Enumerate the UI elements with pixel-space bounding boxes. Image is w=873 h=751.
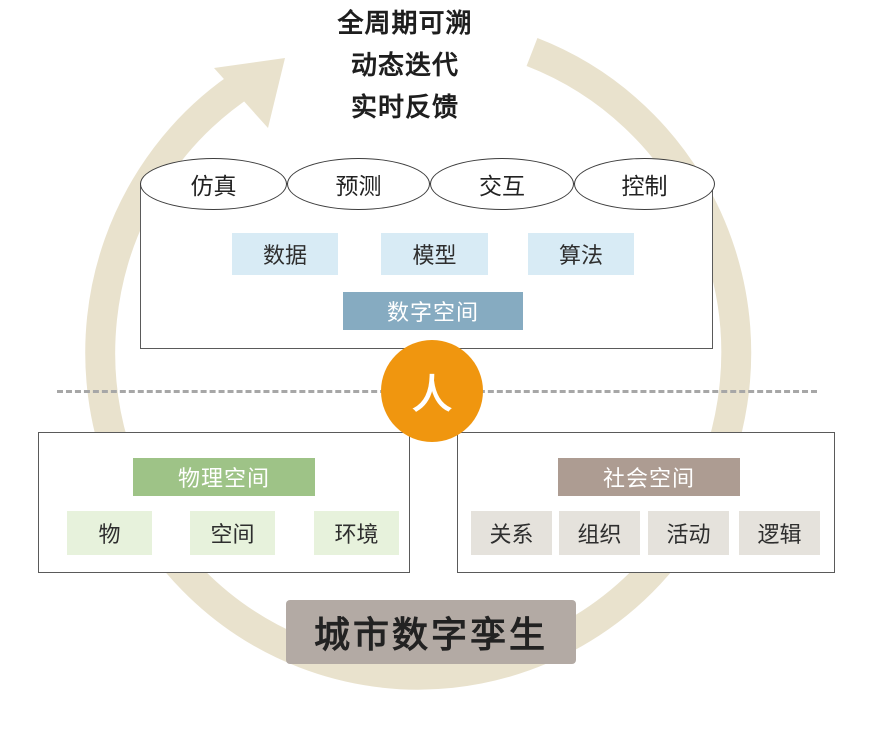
capability-simulation: 仿真	[140, 158, 287, 210]
physical-element-object: 物	[67, 511, 152, 555]
digital-element-model: 模型	[381, 233, 488, 275]
header-line-1: 全周期可溯	[337, 8, 473, 39]
physical-element-environment: 环境	[314, 511, 399, 555]
digital-element-data: 数据	[232, 233, 338, 275]
capability-interaction: 交互	[430, 158, 574, 210]
physical-element-space: 空间	[190, 511, 275, 555]
social-element-organization: 组织	[559, 511, 640, 555]
diagram-title: 城市数字孪生	[286, 600, 576, 664]
cycle-arrow-head	[214, 58, 285, 128]
physical-space-label: 物理空间	[133, 458, 315, 496]
digital-space-label: 数字空间	[343, 292, 523, 330]
social-space-label: 社会空间	[558, 458, 740, 496]
header-line-2: 动态迭代	[350, 50, 459, 81]
person-circle: 人	[381, 340, 483, 442]
header-line-3: 实时反馈	[350, 92, 459, 123]
capability-control: 控制	[574, 158, 715, 210]
capability-prediction: 预测	[287, 158, 430, 210]
digital-element-algorithm: 算法	[528, 233, 634, 275]
social-element-activity: 活动	[648, 511, 729, 555]
cycle-arrow-ring	[85, 38, 752, 690]
social-element-relation: 关系	[471, 511, 552, 555]
social-element-logic: 逻辑	[739, 511, 820, 555]
